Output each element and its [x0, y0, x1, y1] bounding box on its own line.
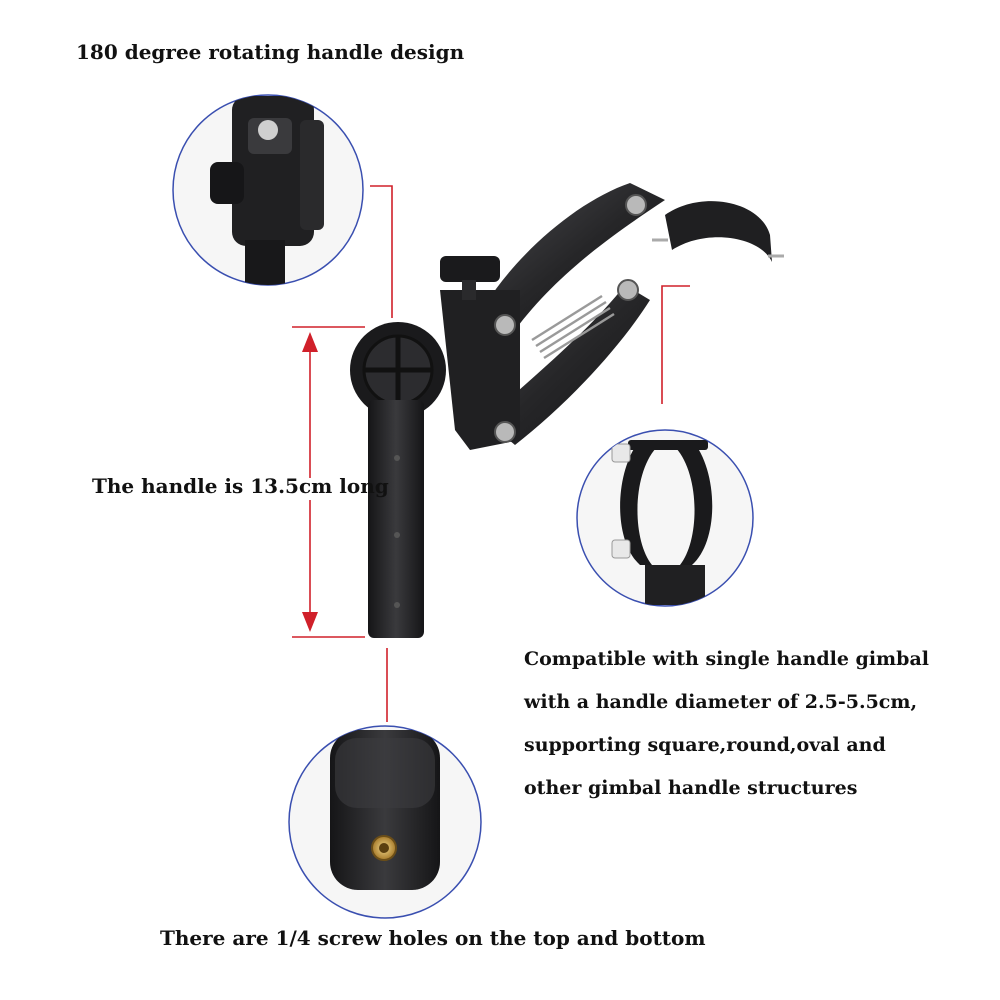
- compatibility-line: supporting square,round,oval and: [524, 734, 886, 756]
- clamp-detail: [576, 429, 754, 607]
- compatibility-caption: Compatible with single handle gimbal wit…: [524, 638, 929, 810]
- compatibility-line: other gimbal handle structures: [524, 777, 858, 799]
- handle-length-caption: The handle is 13.5cm long: [92, 474, 389, 498]
- rotating-joint-detail: [172, 94, 364, 286]
- screw-holes-caption: There are 1/4 screw holes on the top and…: [160, 926, 706, 950]
- stabilizer-arm: [350, 183, 784, 638]
- measurement-lines: [292, 185, 690, 722]
- arrowheads: [302, 332, 318, 632]
- compatibility-line: with a handle diameter of 2.5-5.5cm,: [524, 691, 918, 713]
- rotating-handle-caption: 180 degree rotating handle design: [76, 40, 465, 64]
- screw-hole-detail: [288, 725, 482, 919]
- compatibility-line: Compatible with single handle gimbal: [524, 648, 929, 670]
